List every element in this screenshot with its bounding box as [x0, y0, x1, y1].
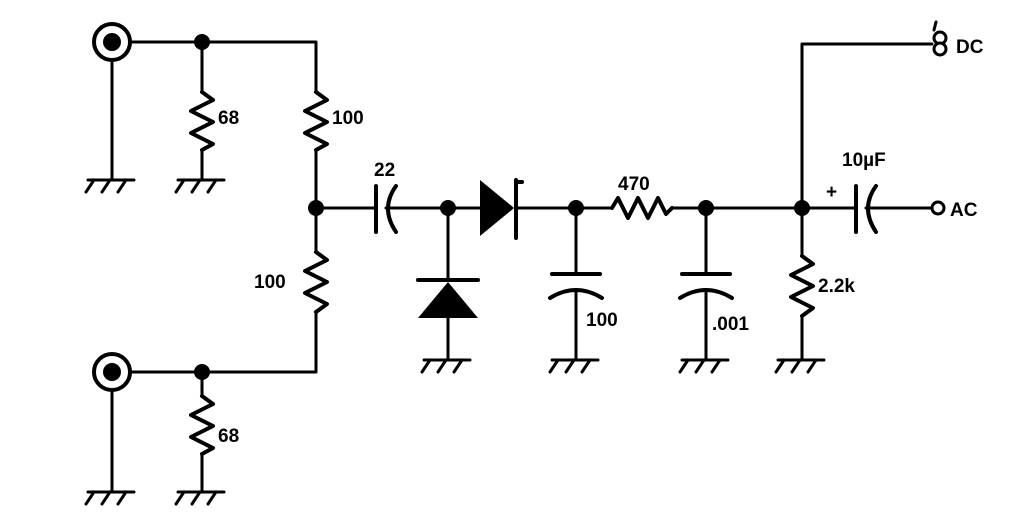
label-100-top: 100	[332, 108, 364, 129]
ground-symbol-capacitor-001	[678, 358, 730, 374]
resistor-100-top	[303, 90, 329, 210]
label-100-capacitor: 100	[586, 310, 618, 331]
ground-symbol-bottom-connector	[84, 490, 136, 506]
capacitor-22	[314, 184, 450, 234]
ac-output-terminal	[930, 200, 946, 216]
label-68-top: 68	[218, 108, 239, 129]
top-input-connector	[92, 22, 132, 180]
label-68-bottom: 68	[218, 426, 239, 447]
ground-symbol-shunt-diode	[420, 358, 472, 374]
diode-shunt	[416, 206, 480, 360]
capacitor-10uf	[800, 184, 934, 234]
label-22: 22	[374, 160, 395, 181]
ground-symbol-capacitor-100	[548, 358, 600, 374]
ground-symbol-top-connector	[84, 178, 136, 194]
ground-symbol-2-2k	[774, 358, 826, 374]
label-001: .001	[712, 314, 749, 335]
dc-output-terminal	[932, 20, 948, 57]
resistor-100-bottom	[200, 206, 329, 374]
label-ac: AC	[950, 200, 978, 221]
capacitor-001	[678, 206, 734, 360]
label-dc: DC	[956, 37, 984, 58]
wire-top-input	[128, 40, 318, 94]
diode-series	[446, 178, 578, 240]
label-100-bottom: 100	[254, 272, 286, 293]
ground-symbol-68-top	[174, 178, 226, 194]
label-470: 470	[618, 174, 650, 195]
resistor-470	[574, 196, 708, 220]
label-2-2k: 2.2k	[818, 276, 855, 297]
capacitor-100	[548, 206, 604, 360]
label-plus: +	[826, 182, 837, 203]
resistor-68-bottom	[189, 370, 215, 492]
resistor-2-2k	[789, 206, 815, 360]
dc-output-wire	[800, 42, 934, 210]
resistor-68-top	[189, 40, 215, 180]
ground-symbol-68-bottom	[174, 490, 226, 506]
label-10uf: 10µF	[842, 150, 886, 171]
bottom-input-connector	[92, 352, 132, 492]
